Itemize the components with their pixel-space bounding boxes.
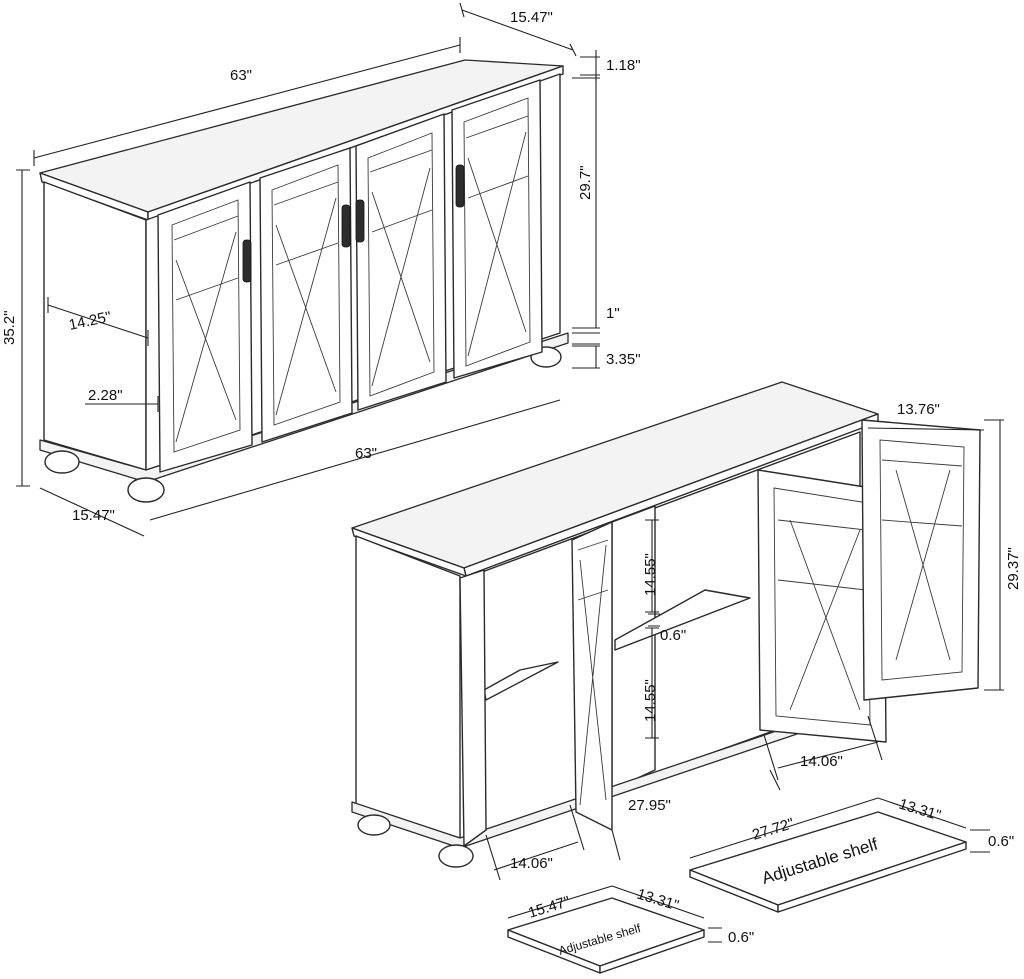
open-door-4-lattice xyxy=(881,459,963,661)
large-shelf-side xyxy=(777,841,967,913)
open-door-4 xyxy=(861,419,981,701)
label-shelf-gap-lower: 14.55" xyxy=(642,679,659,722)
open-foot-center xyxy=(438,844,474,868)
open-door-1 xyxy=(459,569,487,847)
open-door-2-lattice xyxy=(577,539,609,806)
open-cabinet-left-side xyxy=(355,535,461,839)
upper-dimensions xyxy=(16,2,600,537)
cabinet-top-front-edge xyxy=(147,65,564,221)
label-side-offset: 2.28" xyxy=(88,387,123,404)
closed-cabinet xyxy=(39,59,569,503)
label-foot-height: 3.35" xyxy=(606,351,641,368)
handle-door-4 xyxy=(455,164,465,208)
handle-door-3 xyxy=(355,199,365,243)
label-top-width: 63" xyxy=(230,67,252,84)
handle-door-2 xyxy=(341,204,351,248)
label-opening-right: 14.06" xyxy=(800,753,843,770)
door-1-lattice xyxy=(173,215,239,443)
label-base-width: 63" xyxy=(355,445,377,462)
small-shelf-side xyxy=(599,929,705,974)
label-interior-width: 27.95" xyxy=(628,797,671,814)
label-opening-left: 14.06" xyxy=(510,855,553,872)
open-cabinet xyxy=(351,381,981,868)
label-body-height: 29.7" xyxy=(577,165,594,200)
label-shelf-thickness-inside: 0.6" xyxy=(660,627,686,644)
foot-left-front xyxy=(44,450,80,474)
lower-dimensions xyxy=(485,419,1004,881)
open-door-3-glass xyxy=(773,487,871,726)
door-2-lattice xyxy=(273,181,339,416)
small-shelf xyxy=(507,885,722,974)
label-door-width: 13.76" xyxy=(897,401,940,418)
open-foot-left xyxy=(357,814,391,836)
large-shelf xyxy=(689,797,990,913)
label-top-thickness: 1.18" xyxy=(606,57,641,74)
door-4 xyxy=(451,79,543,379)
door-1-glass xyxy=(171,199,241,453)
open-door-4-glass xyxy=(879,439,965,681)
cabinet-base-plinth xyxy=(39,332,569,483)
door-3 xyxy=(355,113,447,411)
closed-doors xyxy=(157,79,543,473)
handle-door-1 xyxy=(242,239,252,283)
door-3-lattice xyxy=(369,149,433,387)
label-total-height: 35.2" xyxy=(1,310,18,345)
small-shelf-thickness: 0.6" xyxy=(728,929,754,946)
large-shelf-thickness: 0.6" xyxy=(988,833,1014,850)
label-door-height: 29.37" xyxy=(1005,547,1022,590)
door-3-glass xyxy=(367,132,435,397)
label-shelf-gap-upper: 14.55" xyxy=(642,553,659,596)
door-4-lattice xyxy=(465,115,529,357)
label-top-depth: 15.47" xyxy=(510,9,553,26)
foot-center-front xyxy=(127,477,165,503)
label-base-depth: 15.47" xyxy=(72,507,115,524)
open-door-2 xyxy=(571,521,613,831)
door-4-glass xyxy=(463,97,531,367)
open-door-3-lattice xyxy=(777,519,867,711)
door-2-glass xyxy=(271,164,341,426)
label-base-trim: 1" xyxy=(606,305,620,322)
interior-shelf-right xyxy=(614,589,751,651)
door-2 xyxy=(259,147,353,443)
